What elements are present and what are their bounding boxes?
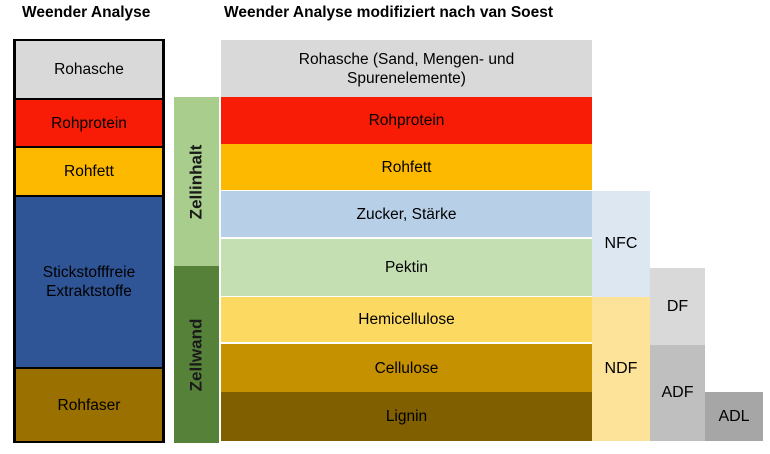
vansoest-label-rohprotein: Rohprotein xyxy=(368,112,445,129)
vansoest-label-lignin: Lignin xyxy=(385,408,428,425)
vansoest-block-rohprotein: Rohprotein xyxy=(221,97,592,144)
grouping-column-ndf: NDF xyxy=(592,297,650,441)
grouping-label-nfc: NFC xyxy=(604,235,638,252)
weender-block-nfe: Stickstofffreie Extraktstoffe xyxy=(14,195,164,367)
vansoest-block-zucker-staerke: Zucker, Stärke xyxy=(221,191,592,237)
weender-block-rohfett: Rohfett xyxy=(14,146,164,195)
vansoest-label-rohasche-line1: Rohasche (Sand, Mengen- und xyxy=(298,50,515,68)
side-band-label-zellwand: Zellwand xyxy=(186,318,206,391)
vansoest-block-hemicellulose: Hemicellulose xyxy=(221,297,592,342)
weender-block-rohprotein: Rohprotein xyxy=(14,98,164,146)
side-band-zellinhalt: Zellinhalt xyxy=(174,97,219,266)
header-van-soest: Weender Analyse modifiziert nach van Soe… xyxy=(224,4,554,21)
vansoest-label-zucker-staerke: Zucker, Stärke xyxy=(356,205,457,223)
weender-block-rohasche: Rohasche xyxy=(14,41,164,98)
vansoest-label-hemicellulose: Hemicellulose xyxy=(358,311,455,328)
grouping-label-adl: ADL xyxy=(718,407,750,425)
vansoest-label-pektin: Pektin xyxy=(384,259,429,276)
grouping-column-nfc: NFC xyxy=(592,191,650,297)
grouping-column-adf: ADF xyxy=(650,345,705,441)
vansoest-block-pektin: Pektin xyxy=(221,239,592,296)
weender-label-rohasche: Rohasche xyxy=(54,61,124,78)
weender-label-nfe-line1: Stickstofffreie xyxy=(42,264,136,281)
vansoest-block-lignin: Lignin xyxy=(221,392,592,441)
grouping-label-df: DF xyxy=(666,297,689,315)
weender-block-rohfaser: Rohfaser xyxy=(14,367,164,443)
weender-label-rohprotein: Rohprotein xyxy=(51,114,127,132)
grouping-label-adf: ADF xyxy=(661,384,694,401)
grouping-column-adl: ADL xyxy=(705,392,763,441)
vansoest-block-rohfett: Rohfett xyxy=(221,144,592,190)
weender-label-rohfaser: Rohfaser xyxy=(57,396,121,414)
weender-label-nfe-line2: Extraktstoffe xyxy=(46,283,132,300)
vansoest-label-cellulose: Cellulose xyxy=(374,359,439,377)
grouping-column-df: DF xyxy=(650,268,705,345)
vansoest-label-rohfett: Rohfett xyxy=(381,158,432,176)
vansoest-block-cellulose: Cellulose xyxy=(221,344,592,392)
vansoest-label-rohasche-line2: Spurenelemente) xyxy=(347,69,466,87)
side-band-zellwand: Zellwand xyxy=(174,266,219,443)
weender-label-rohfett: Rohfett xyxy=(64,163,114,180)
grouping-label-ndf: NDF xyxy=(604,360,638,377)
header-weender-analyse: Weender Analyse xyxy=(22,4,151,21)
side-band-label-zellinhalt: Zellinhalt xyxy=(186,144,206,219)
vansoest-block-rohasche: Rohasche (Sand, Mengen- und Spurenelemen… xyxy=(221,40,592,97)
